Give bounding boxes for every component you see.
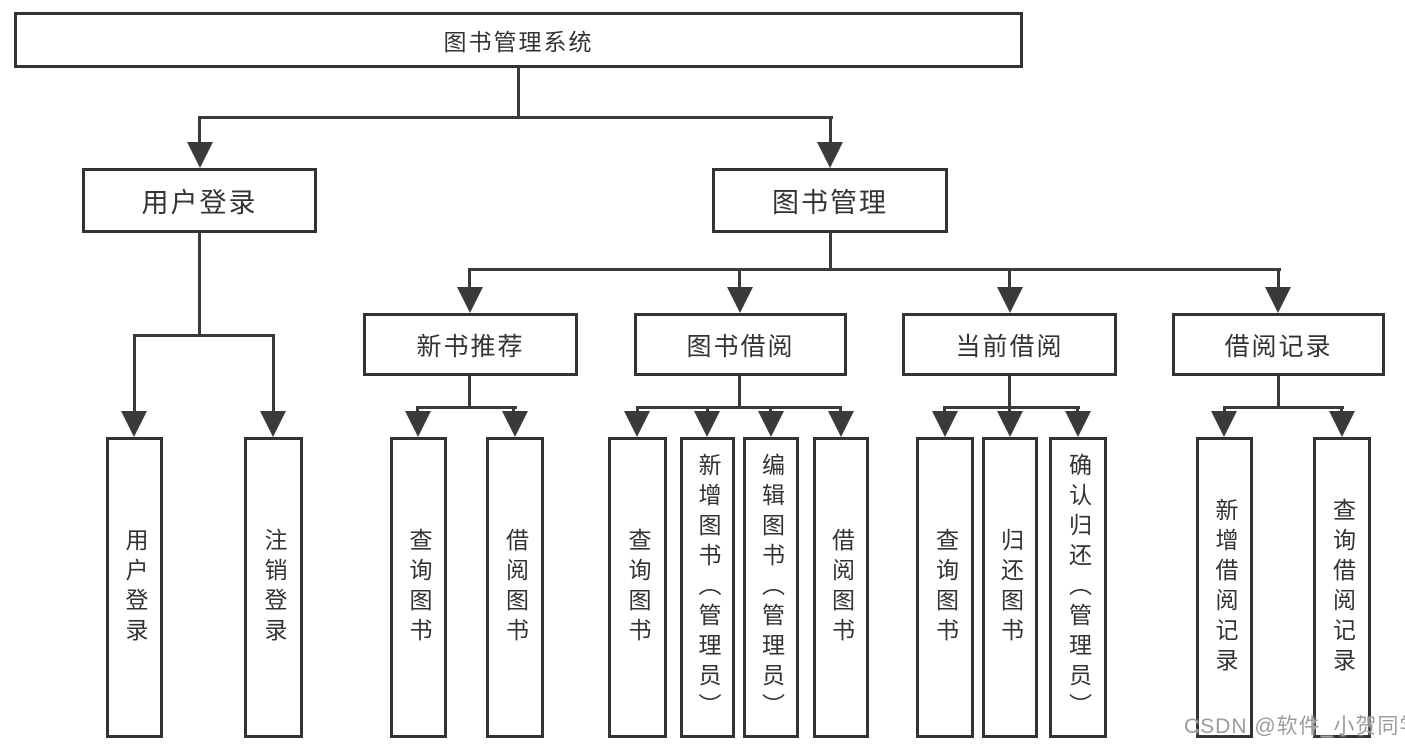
arrow-down-icon <box>932 411 958 437</box>
connector-line <box>769 406 772 414</box>
connector-line <box>198 233 201 337</box>
arrow-down-icon <box>817 142 843 168</box>
arrow-down-icon <box>187 142 213 168</box>
connector-line <box>272 334 275 414</box>
leaf-user-login: 用户登录 <box>106 437 163 738</box>
connector-line <box>829 233 832 271</box>
leaf-borrow-add-admin-label: 新增图书（管理员） <box>695 452 721 723</box>
connector-line <box>738 376 741 409</box>
arrow-down-icon <box>758 411 784 437</box>
connector-line <box>1277 268 1280 290</box>
arrow-down-icon <box>457 287 483 313</box>
connector-line <box>416 406 517 409</box>
connector-line <box>198 116 201 145</box>
connector-line <box>1277 376 1280 409</box>
connector-line <box>943 406 946 414</box>
leaf-borrow-borrow-label: 借阅图书 <box>828 527 855 648</box>
connector-line <box>198 116 833 119</box>
leaf-borrow-add-admin: 新增图书（管理员） <box>680 437 735 738</box>
arrow-down-icon <box>1065 411 1091 437</box>
leaf-newbook-query: 查询图书 <box>390 437 447 738</box>
arrow-down-icon <box>694 411 720 437</box>
leaf-logout-label: 注销登录 <box>261 527 287 648</box>
arrow-down-icon <box>624 411 650 437</box>
leaf-current-confirm-admin-label: 确认归还（管理员） <box>1065 452 1092 723</box>
node-root-label: 图书管理系统 <box>443 29 594 55</box>
connector-line <box>839 406 842 414</box>
node-root: 图书管理系统 <box>14 12 1023 68</box>
arrow-down-icon <box>997 287 1023 313</box>
leaf-borrow-borrow: 借阅图书 <box>813 437 869 738</box>
connector-line <box>636 406 842 409</box>
arrow-down-icon <box>405 411 431 437</box>
connector-line <box>1076 406 1079 414</box>
leaf-record-add-label: 新增借阅记录 <box>1212 497 1238 678</box>
connector-line <box>133 334 136 414</box>
node-book-borrowing: 图书借阅 <box>634 313 847 376</box>
connector-line <box>1008 406 1011 414</box>
connector-line <box>1008 268 1011 290</box>
connector-line <box>829 116 832 145</box>
connector-line <box>512 406 515 414</box>
leaf-record-query-label: 查询借阅记录 <box>1329 497 1356 678</box>
connector-line <box>416 406 419 414</box>
leaf-current-query: 查询图书 <box>916 437 974 738</box>
arrow-down-icon <box>1211 411 1237 437</box>
arrow-down-icon <box>260 411 286 437</box>
connector-line <box>1223 406 1344 409</box>
node-current-borrowing: 当前借阅 <box>902 313 1117 376</box>
leaf-logout: 注销登录 <box>244 437 303 738</box>
leaf-borrow-edit-admin: 编辑图书（管理员） <box>743 437 799 738</box>
node-user-login-group-label: 用户登录 <box>141 188 258 218</box>
arrow-down-icon <box>727 287 753 313</box>
arrow-down-icon <box>1329 411 1355 437</box>
connector-line <box>1008 376 1011 409</box>
leaf-newbook-borrow-label: 借阅图书 <box>502 527 529 648</box>
connector-line <box>1223 406 1226 414</box>
node-book-management: 图书管理 <box>712 168 948 233</box>
arrow-down-icon <box>502 411 528 437</box>
leaf-borrow-query-label: 查询图书 <box>625 527 651 648</box>
node-borrow-records-label: 借阅记录 <box>1224 332 1333 361</box>
leaf-current-return-label: 归还图书 <box>997 527 1024 648</box>
connector-line <box>468 376 471 409</box>
connector-line <box>706 406 709 414</box>
leaf-newbook-query-label: 查询图书 <box>406 527 432 648</box>
arrow-down-icon <box>828 411 854 437</box>
leaf-record-add: 新增借阅记录 <box>1196 437 1253 738</box>
arrow-down-icon <box>121 411 147 437</box>
arrow-down-icon <box>997 411 1023 437</box>
node-new-book-recommend-label: 新书推荐 <box>416 332 525 361</box>
connector-line <box>1340 406 1343 414</box>
connector-line <box>738 268 741 290</box>
node-current-borrowing-label: 当前借阅 <box>955 332 1064 361</box>
node-user-login-group: 用户登录 <box>82 168 317 233</box>
arrow-down-icon <box>1265 287 1291 313</box>
connector-line <box>468 268 1281 271</box>
connector-line <box>943 406 1080 409</box>
leaf-record-query: 查询借阅记录 <box>1313 437 1371 738</box>
node-book-management-label: 图书管理 <box>772 188 888 218</box>
connector-line <box>636 406 639 414</box>
leaf-current-query-label: 查询图书 <box>932 527 959 648</box>
leaf-borrow-query: 查询图书 <box>608 437 667 738</box>
leaf-current-return: 归还图书 <box>982 437 1038 738</box>
leaf-current-confirm-admin: 确认归还（管理员） <box>1049 437 1107 738</box>
leaf-user-login-label: 用户登录 <box>122 527 148 648</box>
node-borrow-records: 借阅记录 <box>1172 313 1385 376</box>
connector-line <box>517 68 520 118</box>
leaf-newbook-borrow: 借阅图书 <box>486 437 544 738</box>
node-book-borrowing-label: 图书借阅 <box>686 332 795 361</box>
connector-line <box>133 334 275 337</box>
node-new-book-recommend: 新书推荐 <box>363 313 578 376</box>
leaf-borrow-edit-admin-label: 编辑图书（管理员） <box>758 452 785 723</box>
connector-line <box>468 268 471 290</box>
csdn-watermark: CSDN @软件_小贺同学 <box>1184 715 1405 738</box>
